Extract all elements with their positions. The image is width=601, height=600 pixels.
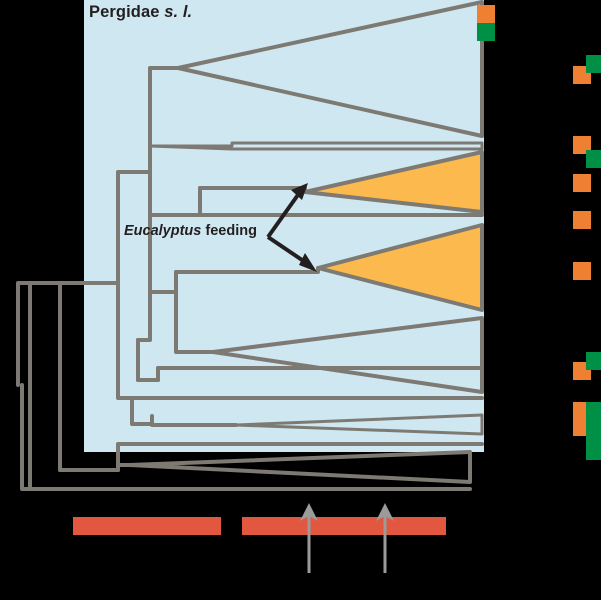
host-plant-markers <box>477 5 601 460</box>
event-arrows <box>307 513 387 573</box>
triangle-clade-mid <box>211 316 484 394</box>
triangle-eucalyptus-lower <box>316 223 484 312</box>
marker-2-green <box>586 55 601 73</box>
event-arrow-left-head <box>300 503 318 521</box>
eucalyptus-feeding-label: Eucalyptus feeding <box>124 223 257 239</box>
triangle-top-clade <box>176 0 484 138</box>
euc-arrow-down-head <box>299 253 317 272</box>
eucalyptus-genus-text: Eucalyptus <box>124 223 202 239</box>
branch-node-b <box>116 442 134 472</box>
branch-ladder-1 <box>136 290 152 342</box>
marker-8-green <box>586 402 601 460</box>
branch-ladder-7 <box>130 406 154 426</box>
tree-branches <box>16 0 484 491</box>
marker-6-orange <box>573 262 591 280</box>
branch-root <box>16 281 32 387</box>
time-bar-left <box>73 517 221 535</box>
page-title: Pergidae s. l. <box>89 3 192 22</box>
branch-terminal-1 <box>148 141 484 151</box>
marker-7-green <box>586 352 601 370</box>
branch-d-bottom <box>174 290 215 354</box>
marker-5-orange <box>573 211 591 229</box>
clade-title-main: Pergidae <box>89 3 165 21</box>
clade-title-italic: s. l. <box>164 3 193 21</box>
euc-arrow-up-head <box>291 183 308 200</box>
branch-outgroup-bottom <box>28 281 472 491</box>
triangle-small-wedge <box>234 413 484 436</box>
triangle-eucalyptus-upper <box>303 150 484 214</box>
marker-1-orange <box>477 5 495 23</box>
euc-arrow-up-shaft <box>266 190 302 239</box>
marker-3-green <box>586 150 601 168</box>
triangle-outgroup <box>128 450 472 484</box>
event-arrow-right-head <box>376 503 394 521</box>
eucalyptus-feeding-arrows <box>266 190 307 264</box>
marker-1-green <box>477 23 495 41</box>
time-bar-right <box>242 517 446 535</box>
marker-4-orange <box>573 174 591 192</box>
branch-ladder-5 <box>116 368 134 400</box>
time-bars <box>73 517 446 535</box>
branch-clade-entry <box>116 170 152 285</box>
marker-3-orange <box>573 136 591 154</box>
branch-upper-trunk <box>148 66 180 174</box>
eucalyptus-feeding-text: feeding <box>201 223 257 239</box>
euc-arrow-down-shaft <box>266 235 307 264</box>
